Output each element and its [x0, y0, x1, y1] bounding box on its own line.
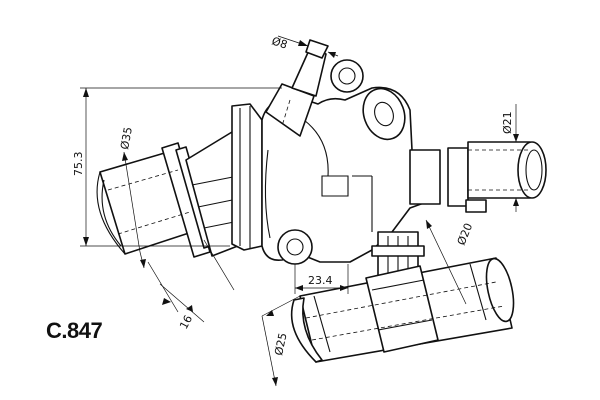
label-outlet-diameter: Ø21 [501, 111, 514, 134]
dim-inlet [122, 151, 146, 269]
inlet-pipe [96, 131, 249, 258]
label-bottom-inner-diameter: Ø20 [455, 221, 476, 247]
label-inlet-diameter: Ø35 [118, 126, 135, 151]
label-small-hose-diameter: Ø8 [270, 34, 289, 51]
dim-bottom-outer [261, 295, 301, 387]
label-height: 75.3 [72, 152, 85, 177]
dim-inlet-offset [147, 239, 235, 323]
dim-small-hose [277, 35, 339, 58]
label-inlet-offset: 16 [177, 313, 195, 331]
label-mount-distance: 23.4 [308, 274, 333, 287]
dim-outlet [513, 104, 519, 212]
dim-height [80, 87, 282, 247]
label-bottom-outer-diameter: Ø25 [272, 332, 289, 357]
outlet-pipe [409, 141, 547, 213]
bottom-pipe [290, 231, 515, 363]
product-code: C.847 [46, 318, 103, 343]
thermostat-housing [231, 59, 433, 265]
dim-bottom-inner [425, 219, 467, 305]
small-hose-nipple [265, 39, 329, 137]
dim-mount-distance [294, 264, 349, 294]
